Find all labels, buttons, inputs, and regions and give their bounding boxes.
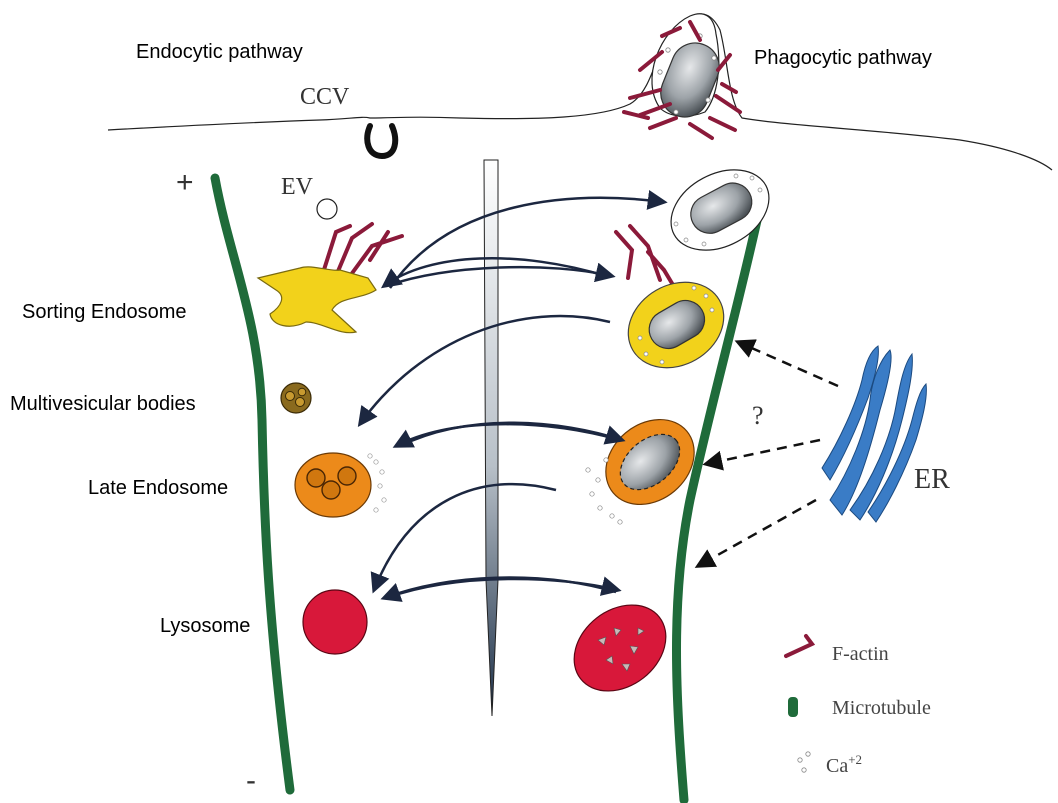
legend-calcium-text: Ca bbox=[826, 755, 848, 777]
question-mark-label: ? bbox=[752, 401, 764, 430]
lysosome bbox=[303, 590, 367, 654]
legend-microtubule-swatch bbox=[788, 697, 798, 717]
endocytic-vesicle bbox=[317, 199, 337, 219]
plasma-membrane bbox=[108, 14, 1052, 170]
legend: F-actin Microtubule Ca+2 bbox=[786, 636, 931, 777]
plus-end-label: + bbox=[176, 166, 194, 199]
trafficking-arrows bbox=[360, 198, 664, 598]
endocytic-pathway-title: Endocytic pathway bbox=[136, 41, 303, 63]
legend-microtubule-label: Microtubule bbox=[832, 697, 931, 719]
legend-calcium-label: Ca+2 bbox=[826, 752, 862, 777]
sorting-endosome-label: Sorting Endosome bbox=[22, 301, 187, 323]
er-label: ER bbox=[914, 464, 950, 495]
legend-factin-swatch bbox=[786, 636, 812, 656]
multivesicular-body bbox=[281, 383, 311, 413]
phagolysosome bbox=[557, 587, 683, 708]
factin-phagosome bbox=[616, 226, 676, 290]
ccv-pit bbox=[367, 126, 395, 156]
ccv-label: CCV bbox=[300, 84, 350, 110]
ev-label: EV bbox=[281, 174, 314, 200]
minus-end-label: - bbox=[246, 764, 256, 797]
acidification-gradient-bar bbox=[484, 160, 498, 716]
late-endosome-label: Late Endosome bbox=[88, 477, 228, 499]
phagocytic-pathway-title: Phagocytic pathway bbox=[754, 47, 932, 69]
factin-sorting bbox=[322, 224, 402, 276]
phagocytic-cup bbox=[624, 14, 740, 138]
legend-factin-label: F-actin bbox=[832, 643, 889, 665]
early-phagosome bbox=[657, 154, 783, 266]
lysosome-label: Lysosome bbox=[160, 615, 250, 637]
late-endosome bbox=[295, 453, 386, 517]
endoplasmic-reticulum bbox=[822, 346, 926, 522]
legend-calcium-swatch bbox=[798, 752, 810, 772]
sorting-endosome bbox=[258, 267, 376, 333]
multivesicular-bodies-label: Multivesicular bodies bbox=[10, 393, 196, 415]
legend-calcium-superscript: +2 bbox=[848, 752, 862, 767]
